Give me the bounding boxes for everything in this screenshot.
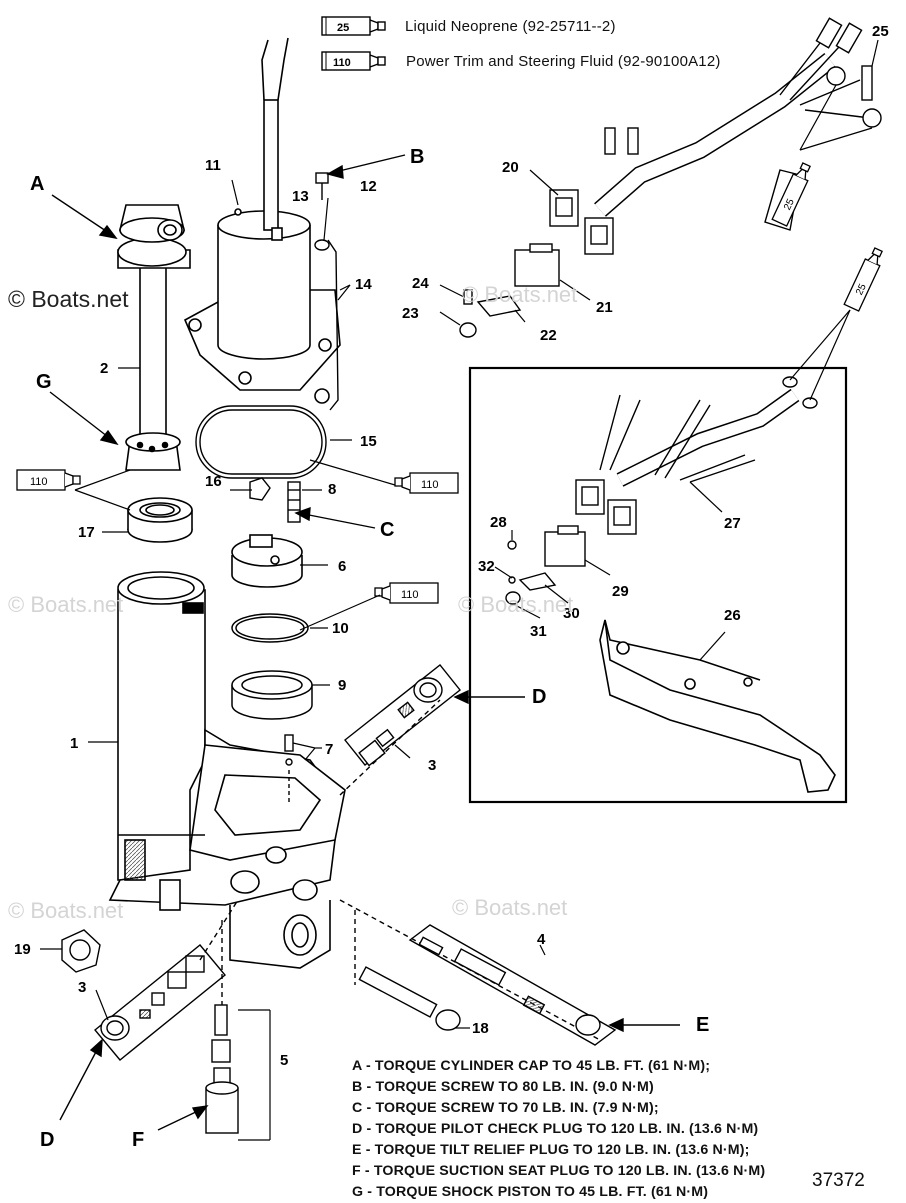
part-3-pilot-check-lower [61,899,239,1061]
part-label: 11 [205,157,221,174]
torque-letter: D [532,686,546,708]
part-label: 20 [502,159,519,176]
tube-110-icon: 110 [374,582,439,604]
part-17-seal [127,497,193,543]
tube-25-icon: 25 [843,247,883,312]
watermark: © Boats.net [452,895,568,920]
torque-letter: F [132,1129,144,1151]
part-label: 25 [872,23,889,40]
part-20-harness [459,17,882,338]
legend-tube-code: 25 [337,22,349,34]
part-label: 15 [360,433,377,450]
part-12-13-14-screw-bracket [314,172,339,411]
watermark: © Boats.net [458,592,574,617]
torque-note: G - TORQUE SHOCK PISTON TO 45 LB. FT. (6… [352,1184,709,1200]
diagram-number: 37372 [812,1170,865,1191]
tube-110-icon: 110 [394,472,459,494]
part-2-shock-rod [117,204,191,471]
torque-note: F - TORQUE SUCTION SEAT PLUG TO 120 LB. … [352,1163,766,1179]
part-label: 3 [78,979,86,996]
legend-text-neoprene: Liquid Neoprene (92-25711--2) [405,18,616,35]
part-label: 24 [412,275,429,292]
svg-text:110: 110 [421,479,439,491]
tube-25-icon: 25 [771,162,811,227]
watermark: © Boats.net [8,898,124,923]
torque-note: C - TORQUE SCREW TO 70 LB. IN. (7.9 N·M)… [352,1100,659,1116]
part-label: 18 [472,1020,489,1037]
part-1-cylinder-body [108,571,346,969]
torque-letter: E [696,1014,709,1036]
part-5-suction-seat [205,920,239,1134]
part-10-9-rings [231,613,313,720]
part-label: 32 [478,558,495,575]
part-26-bracket [599,619,836,793]
part-label: 8 [328,481,336,498]
torque-arrows [49,154,680,1131]
part-label: 19 [14,941,31,958]
svg-text:25: 25 [782,197,797,212]
part-label: 22 [540,327,557,344]
legend-text-trim-fluid: Power Trim and Steering Fluid (92-90100A… [406,53,721,70]
watermark: © Boats.net [8,286,129,312]
part-label: 31 [530,623,547,640]
part-label: 26 [724,607,741,624]
torque-letter: C [380,519,394,541]
torque-note: A - TORQUE CYLINDER CAP TO 45 LB. FT. (6… [352,1058,711,1074]
part-7-check-valve [284,734,294,805]
part-label: 6 [338,558,346,575]
torque-note: B - TORQUE SCREW TO 80 LB. IN. (9.0 N·M) [352,1079,654,1095]
svg-text:25: 25 [854,282,869,297]
part-16-8-screws [249,477,301,523]
legend-tube-code: 110 [333,57,351,69]
part-numbers: 1 2 3 3 4 5 6 7 8 9 10 11 12 13 14 15 16… [14,23,889,1069]
part-label: 12 [360,178,377,195]
tube-110-icon: 110 [16,469,81,491]
part-6-pump [231,534,303,588]
torque-notes: A - TORQUE CYLINDER CAP TO 45 LB. FT. (6… [352,1056,765,1203]
part-label: 10 [332,620,349,637]
torque-letter: D [40,1129,54,1151]
part-15-oring [195,405,327,479]
torque-letters: A B C D D E F G [30,146,709,1151]
leader-lines [40,39,879,1141]
part-3-pilot-check-upper [339,664,461,796]
part-label: 2 [100,360,108,377]
part-label: 21 [596,299,613,316]
torque-note: D - TORQUE PILOT CHECK PLUG TO 120 LB. I… [352,1121,759,1137]
svg-text:110: 110 [30,476,48,488]
part-label: 28 [490,514,507,531]
watermark: © Boats.net [462,282,578,307]
part-label: 4 [537,931,546,948]
part-27-harness-detail [505,376,818,605]
torque-note: E - TORQUE TILT RELIEF PLUG TO 120 LB. I… [352,1142,750,1158]
part-label: 1 [70,735,78,752]
torque-letter: A [30,173,44,195]
legend-tube-110-icon: 110 [321,51,386,71]
part-label: 17 [78,524,95,541]
part-label: 5 [280,1052,288,1069]
watermark: © Boats.net [8,592,124,617]
part-label: 16 [205,473,222,490]
part-label: 14 [355,276,372,293]
torque-letter: G [36,371,52,393]
part-label: 9 [338,677,346,694]
part-label: 29 [612,583,629,600]
part-label: 23 [402,305,419,322]
part-label: 30 [563,605,580,622]
part-4-tilt-relief [339,899,617,1046]
part-label: 3 [428,757,436,774]
part-11-motor [183,37,341,404]
legend-tube-25-icon: 25 [321,16,386,36]
svg-text:110: 110 [401,589,419,601]
part-label: 7 [325,741,333,758]
part-label: 13 [292,188,309,205]
torque-letter: B [410,146,424,168]
part-label: 27 [724,515,741,532]
detail-box [468,366,848,804]
